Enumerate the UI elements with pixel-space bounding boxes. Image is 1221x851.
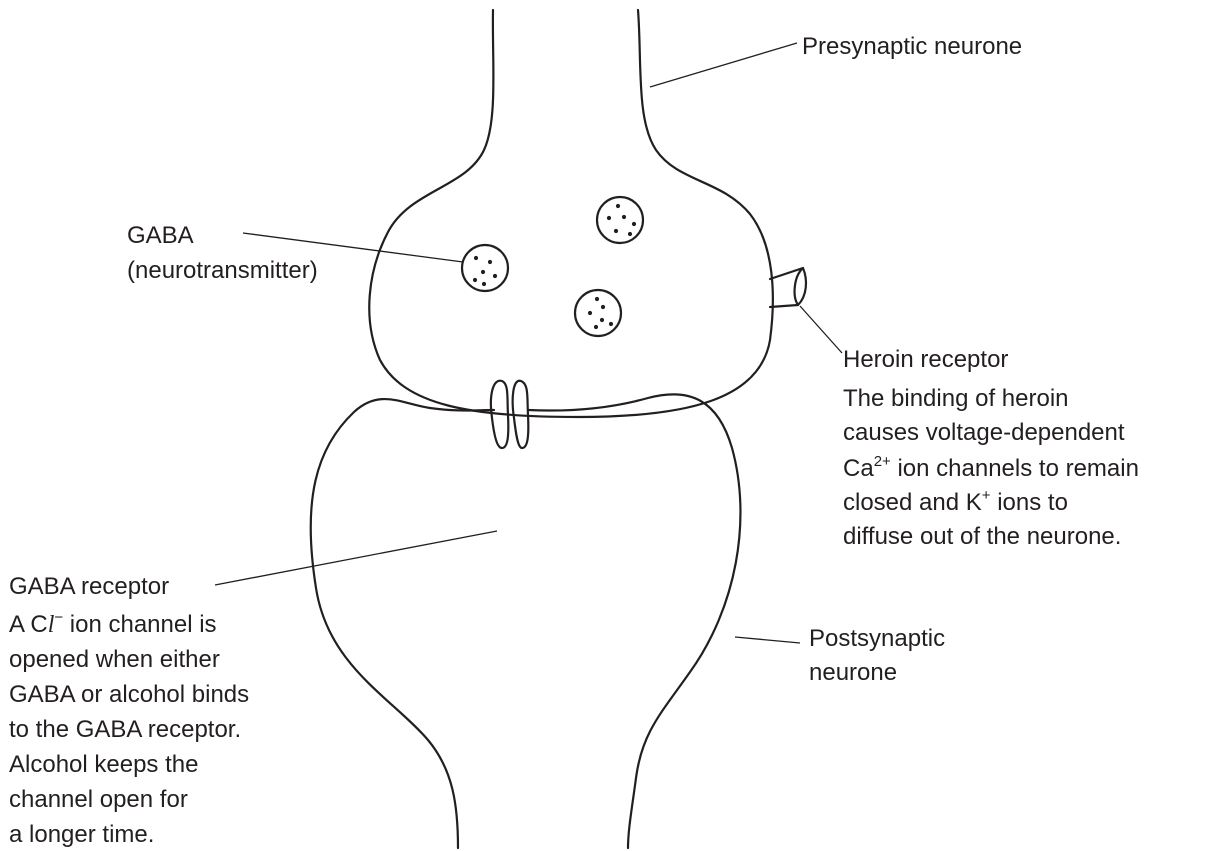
heroin-receptor-shape bbox=[770, 268, 806, 307]
postsynaptic-neurone-outline bbox=[311, 394, 741, 848]
svg-text:diffuse out of the neurone.: diffuse out of the neurone. bbox=[843, 523, 1121, 550]
gaba-vesicles bbox=[462, 197, 643, 336]
presynaptic-label: Presynaptic neurone bbox=[802, 33, 1022, 60]
vesicle bbox=[597, 197, 643, 243]
postsynaptic-leader bbox=[735, 637, 800, 643]
svg-text:causes voltage-dependent: causes voltage-dependent bbox=[843, 419, 1125, 446]
heroin-receptor-description: The binding of heroin causes voltage-dep… bbox=[843, 385, 1139, 550]
svg-text:opened when either: opened when either bbox=[9, 646, 220, 673]
heroin-receptor-leader bbox=[800, 306, 842, 353]
svg-text:Alcohol keeps the: Alcohol keeps the bbox=[9, 751, 198, 778]
vesicle bbox=[575, 290, 621, 336]
heroin-receptor-label: Heroin receptor bbox=[843, 346, 1008, 373]
gaba-label-sub: (neurotransmitter) bbox=[127, 257, 318, 284]
svg-text:to the GABA receptor.: to the GABA receptor. bbox=[9, 716, 241, 743]
gaba-receptor-label: GABA receptor bbox=[9, 573, 169, 600]
gaba-label: GABA bbox=[127, 222, 194, 249]
presynaptic-leader bbox=[650, 43, 797, 87]
svg-text:GABA or alcohol binds: GABA or alcohol binds bbox=[9, 681, 249, 708]
gaba-receptor-leader bbox=[215, 531, 497, 585]
gaba-receptor-description: A Cl− ion channel is opened when either … bbox=[9, 609, 249, 848]
postsynaptic-label-sub: neurone bbox=[809, 659, 897, 686]
svg-text:A Cl− ion channel is: A Cl− ion channel is bbox=[9, 609, 217, 638]
svg-text:channel open for: channel open for bbox=[9, 786, 188, 813]
postsynaptic-label: Postsynaptic bbox=[809, 625, 945, 652]
presynaptic-neurone-outline bbox=[369, 10, 773, 417]
neurotransmitter-dots bbox=[473, 204, 636, 329]
svg-text:a longer time.: a longer time. bbox=[9, 821, 154, 848]
svg-text:The binding of heroin: The binding of heroin bbox=[843, 385, 1069, 412]
svg-text:closed and K+ ions to: closed and K+ ions to bbox=[843, 487, 1068, 516]
svg-text:Ca2+ ion channels to remain: Ca2+ ion channels to remain bbox=[843, 453, 1139, 482]
